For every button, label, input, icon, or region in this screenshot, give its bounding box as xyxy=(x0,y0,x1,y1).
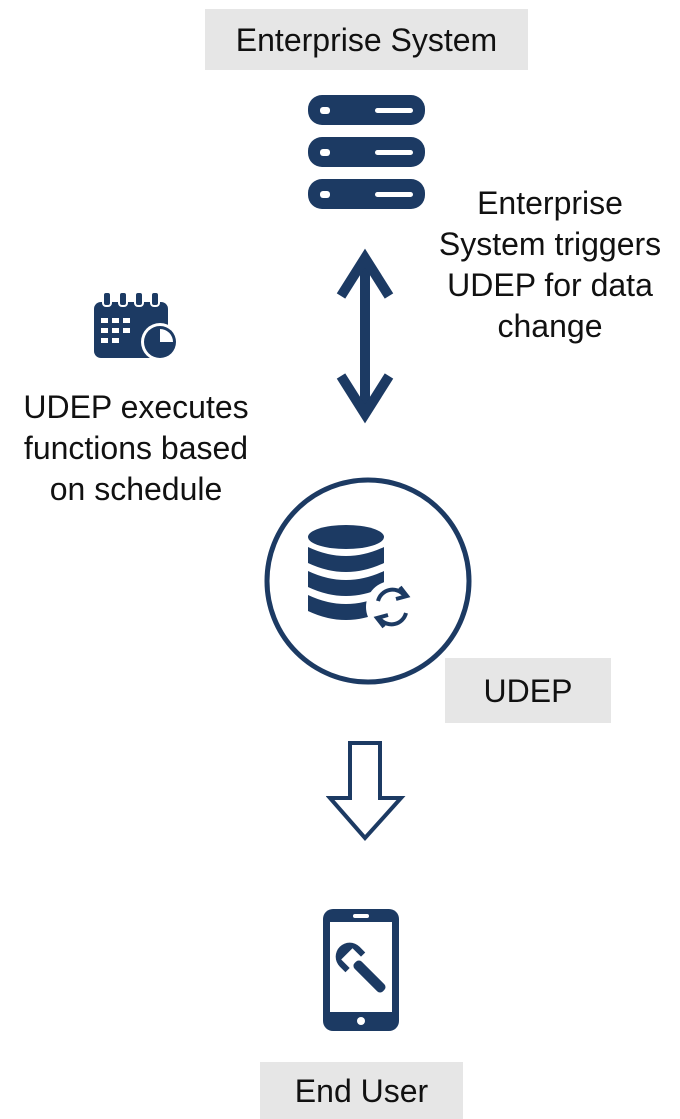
schedule-annotation: UDEP executes functions based on schedul… xyxy=(23,389,249,507)
calendar-clock-icon xyxy=(94,292,179,361)
server-icon xyxy=(308,95,425,209)
double-arrow-connector xyxy=(336,248,394,424)
mobile-wrench-icon xyxy=(323,909,399,1031)
end-user-label: End User xyxy=(260,1062,463,1119)
enterprise-system-label-text: Enterprise System xyxy=(235,21,498,58)
udep-node xyxy=(264,477,472,685)
udep-label: UDEP xyxy=(445,658,611,723)
enterprise-system-label: Enterprise System xyxy=(205,9,528,70)
udep-label-text: UDEP xyxy=(483,672,573,709)
hollow-down-arrow-connector xyxy=(326,741,406,842)
trigger-annotation: Enterprise System triggers UDEP for data… xyxy=(438,185,662,344)
database-sync-icon xyxy=(308,525,418,633)
end-user-label-text: End User xyxy=(294,1072,429,1109)
